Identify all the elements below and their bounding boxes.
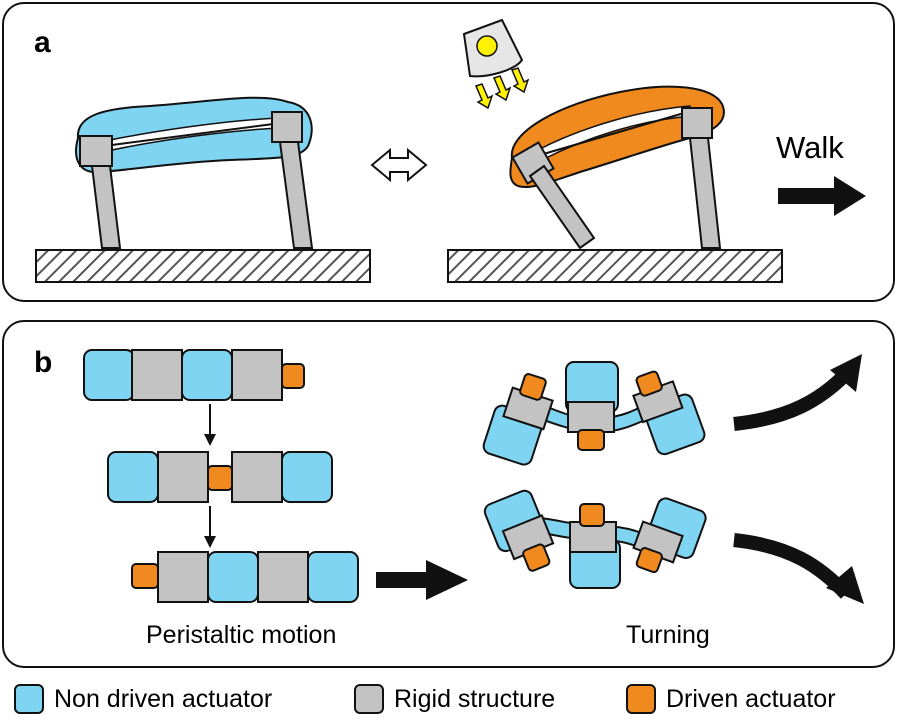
legend-item-rigid: Rigid structure — [354, 682, 555, 716]
panel-b: b — [2, 320, 895, 668]
legend-swatch-driven — [626, 684, 656, 714]
peristaltic-motion-label: Peristaltic motion — [146, 621, 337, 649]
turning-label: Turning — [626, 621, 710, 649]
panel-a-letter: a — [34, 26, 51, 59]
panel-a: a — [2, 2, 895, 302]
panel-b-letter: b — [34, 346, 53, 379]
legend-label: Driven actuator — [666, 684, 836, 713]
legend-item-non-driven: Non driven actuator — [14, 682, 272, 716]
legend-swatch-rigid — [354, 684, 384, 714]
walk-label: Walk — [776, 130, 844, 165]
legend-swatch-non-driven — [14, 684, 44, 714]
legend: Non driven actuator Rigid structure Driv… — [0, 676, 898, 720]
legend-item-driven: Driven actuator — [626, 682, 836, 716]
legend-label: Rigid structure — [394, 684, 556, 713]
legend-label: Non driven actuator — [54, 684, 273, 713]
